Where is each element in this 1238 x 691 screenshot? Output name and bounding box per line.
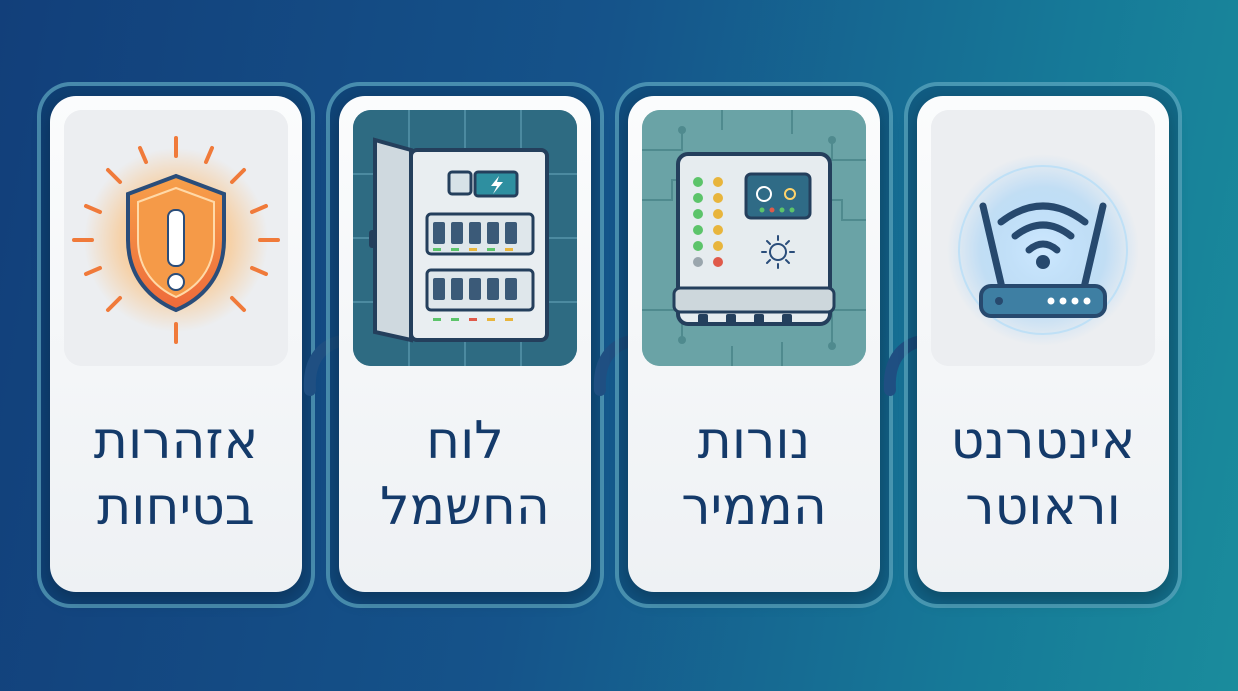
card-label-line2: וראוטר bbox=[965, 477, 1121, 537]
card-internet-router: אינטרנט וראוטר bbox=[917, 96, 1169, 592]
warning-shield-icon bbox=[64, 110, 288, 366]
card-label-line1: אזהרות bbox=[93, 411, 259, 471]
electrical-panel-icon bbox=[353, 110, 577, 366]
inverter-lights-icon bbox=[642, 110, 866, 366]
card-electrical-panel: לוח החשמל bbox=[339, 96, 591, 592]
card-label-line1: נורות bbox=[697, 411, 811, 471]
card-label-safety: אזהרות בטיחות bbox=[50, 408, 302, 540]
card-safety-warnings: אזהרות בטיחות bbox=[50, 96, 302, 592]
card-label-line1: לוח bbox=[426, 411, 504, 471]
card-label-line2: בטיחות bbox=[97, 477, 255, 537]
card-label-line2: החשמל bbox=[380, 477, 550, 537]
wifi-router-icon bbox=[931, 110, 1155, 366]
card-label-router: אינטרנט וראוטר bbox=[917, 408, 1169, 540]
card-label-panel: לוח החשמל bbox=[339, 408, 591, 540]
card-inverter-lights: נורות הממיר bbox=[628, 96, 880, 592]
card-label-line1: אינטרנט bbox=[950, 411, 1136, 471]
card-label-line2: הממיר bbox=[681, 477, 827, 537]
card-label-inverter: נורות הממיר bbox=[628, 408, 880, 540]
